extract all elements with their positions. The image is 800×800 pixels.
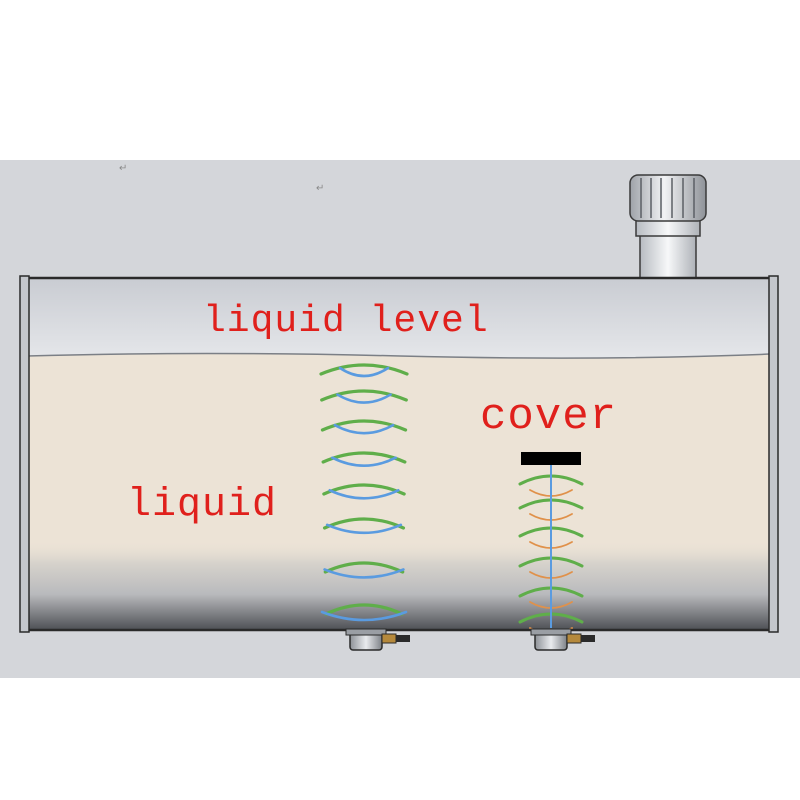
wave-arc-blue <box>338 366 390 378</box>
ultrasonic-sensor-icon <box>345 628 410 651</box>
return-mark: ↵ <box>316 183 325 194</box>
wave-arc-blue <box>325 523 403 535</box>
ultrasonic-sensor-icon <box>530 628 595 651</box>
wave-arc-green <box>319 363 409 376</box>
wave-arc-blue <box>320 610 408 622</box>
wave-arc-green <box>320 389 408 402</box>
wave-arc-blue <box>333 423 395 435</box>
wave-arc-blue <box>328 488 400 500</box>
wave-arc-green <box>324 603 404 616</box>
wave-arc-green <box>320 419 408 432</box>
wave-arc-blue <box>330 456 398 467</box>
filler-cap-icon <box>629 174 707 281</box>
liquid-surface-line <box>26 352 772 359</box>
wave-arc-green <box>323 561 405 574</box>
wave-arc-green <box>322 517 406 530</box>
return-mark: ↵ <box>119 163 128 174</box>
ultrasonic-waves-direct <box>319 363 409 622</box>
liquid-level-label: liquid level <box>203 300 489 343</box>
wave-arc-green <box>321 451 407 464</box>
liquid-label: liquid <box>127 483 278 528</box>
wave-arc-blue <box>336 393 392 404</box>
cover-label: cover <box>480 392 618 442</box>
wave-arc-blue <box>323 568 405 579</box>
cover-plate <box>521 452 581 465</box>
